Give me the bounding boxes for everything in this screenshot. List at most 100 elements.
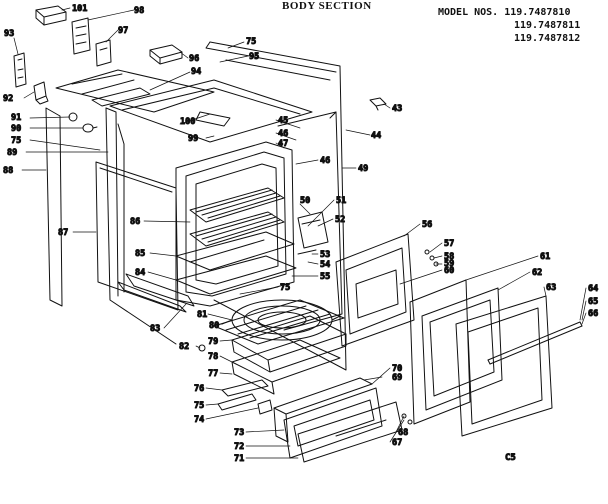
callout-89: 89: [7, 148, 17, 158]
part-85-oven-bottom: [175, 231, 295, 271]
part-63-outer-door: [455, 295, 553, 437]
part-86-oven-racks: [189, 187, 285, 247]
callout-70: 70: [392, 364, 402, 374]
part-89-oven-liner: [105, 107, 177, 345]
model-numbers-block: MODEL NOS. 119.7487810 119.7487811 119.7…: [438, 6, 580, 45]
callout-75: 75: [11, 136, 21, 146]
callout-55: 55: [320, 272, 330, 282]
model-number: 119.7487811: [514, 20, 581, 31]
callout-94: 94: [191, 67, 201, 77]
part-93-hinge: [13, 52, 27, 88]
callout-57: 57: [444, 239, 454, 249]
callout-75: 75: [280, 283, 290, 293]
callout-88: 88: [3, 166, 13, 176]
callout-79: 79: [208, 337, 218, 347]
part-82-screw: [198, 344, 206, 352]
callout-83: 83: [150, 324, 160, 334]
part-49-right-side: [277, 111, 343, 331]
part-87-left-side: [95, 161, 179, 311]
callout-91: 91: [11, 113, 21, 123]
callout-53: 53: [320, 250, 330, 260]
part-98-bracket: [71, 17, 91, 55]
callout-49: 49: [358, 164, 368, 174]
part-57-59-small-parts: [424, 249, 439, 267]
callout-61: 61: [540, 252, 550, 262]
callout-64: 64: [588, 284, 598, 294]
callout-44: 44: [371, 131, 381, 141]
part-100-top-panel: [109, 79, 313, 143]
part-84-floor: [175, 255, 297, 295]
callout-73: 73: [234, 428, 244, 438]
callout-76: 76: [194, 384, 204, 394]
callout-98: 98: [134, 6, 144, 16]
part-79-broiler-pan: [231, 315, 347, 373]
callout-95: 95: [249, 52, 259, 62]
part-50-53-hinge-parts: [297, 211, 329, 255]
callout-71: 71: [234, 454, 244, 464]
part-70-69-drawer-body: [273, 377, 373, 443]
callout-82: 82: [179, 342, 189, 352]
callout-56: 56: [422, 220, 432, 230]
part-71-drawer-panel: [297, 401, 403, 463]
callout-43: 43: [392, 104, 402, 114]
callout-60: 60: [444, 266, 454, 276]
callout-77: 77: [208, 369, 218, 379]
part-95-back-panel: [205, 41, 347, 371]
callout-75: 75: [246, 37, 256, 47]
callout-47: 47: [278, 139, 288, 149]
callout-85: 85: [135, 249, 145, 259]
part-80-broiler-grid: [213, 299, 345, 345]
callout-96: 96: [189, 54, 199, 64]
callout-92: 92: [3, 94, 13, 104]
part-64-66-handle: [487, 321, 583, 365]
callout-63: 63: [546, 283, 556, 293]
callout-68: 68: [398, 428, 408, 438]
part-78-77-drawer-rails: [231, 339, 341, 395]
callout-67: 67: [392, 438, 402, 448]
callout-numbers: 101 98 97 93 96 75 95 94 92 43 100 91 90…: [3, 4, 599, 465]
part-96-tray: [149, 44, 183, 65]
model-number: 119.7487810: [504, 7, 571, 18]
callout-90: 90: [11, 124, 21, 134]
callout-80: 80: [209, 321, 219, 331]
part-92-block: [33, 81, 49, 105]
part-43-clip: [369, 97, 387, 111]
callout-69: 69: [392, 373, 402, 383]
leader-lines: [13, 7, 587, 459]
callout-97: 97: [118, 26, 128, 36]
callout-72: 72: [234, 442, 244, 452]
callout-87: 87: [58, 228, 68, 238]
callout-101: 101: [72, 4, 87, 14]
callout-62: 62: [532, 268, 542, 278]
callout-45: 45: [278, 116, 288, 126]
callout-46: 46: [320, 156, 330, 166]
part-76-slide: [221, 379, 269, 397]
part-101-cap: [35, 5, 67, 26]
diagram-code: C5: [505, 453, 516, 463]
callout-59: 59: [444, 259, 454, 269]
model-number: 119.7487812: [514, 33, 581, 44]
part-97-bracket: [95, 39, 112, 67]
part-73-72-drawer-front: [283, 387, 383, 459]
callout-99: 99: [188, 134, 198, 144]
part-75-74-brackets: [217, 393, 273, 415]
part-62-door-panel: [421, 287, 503, 411]
part-61-door-glass: [409, 279, 471, 425]
callout-74: 74: [194, 415, 204, 425]
callout-75: 75: [194, 401, 204, 411]
callout-52: 52: [335, 215, 345, 225]
callout-54: 54: [320, 260, 330, 270]
part-94-top-frame: [55, 69, 215, 113]
callout-86: 86: [130, 217, 140, 227]
callout-50: 50: [300, 196, 310, 206]
part-90-lamp: [82, 123, 98, 133]
callout-78: 78: [208, 352, 218, 362]
part-88-side-panel: [45, 107, 63, 307]
model-label: MODEL NOS.: [438, 7, 499, 18]
callout-84: 84: [135, 268, 145, 278]
callout-51: 51: [336, 196, 346, 206]
callout-81: 81: [197, 310, 207, 320]
callout-66: 66: [588, 309, 598, 319]
